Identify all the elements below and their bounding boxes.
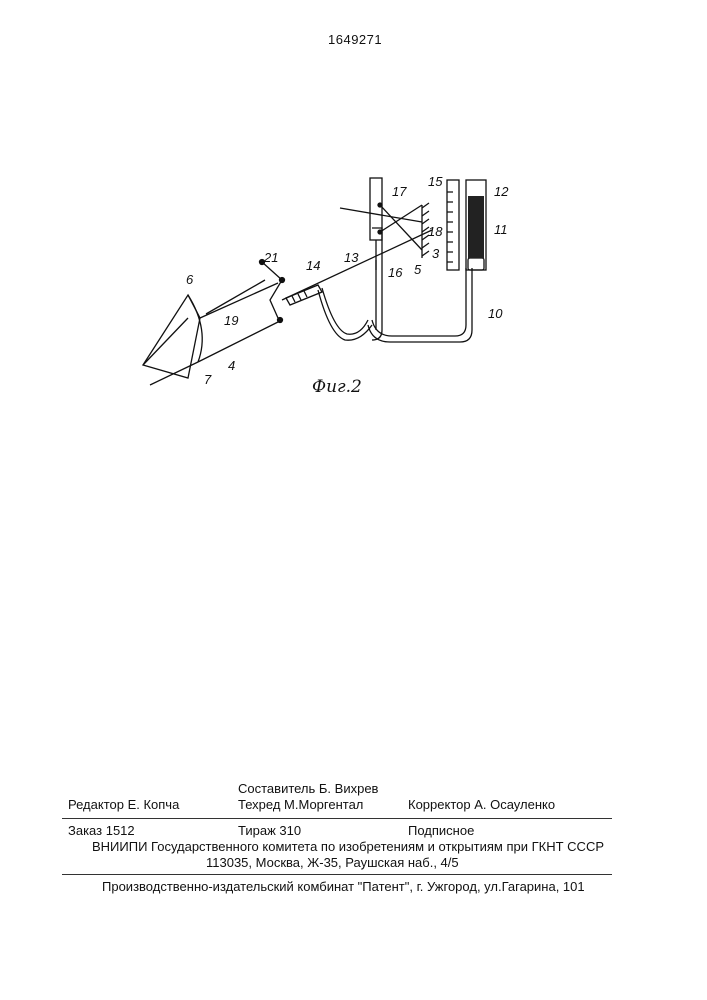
label-10: 10 [488, 306, 503, 321]
label-21: 21 [263, 250, 278, 265]
techred-credit: Техред М.Моргентал [238, 797, 363, 812]
institute-line: ВНИИПИ Государственного комитета по изоб… [92, 839, 604, 854]
label-18: 18 [428, 224, 443, 239]
label-13: 13 [344, 250, 359, 265]
corrector-credit: Корректор А. Осауленко [408, 797, 555, 812]
colophon-divider-bottom [62, 874, 612, 875]
label-7: 7 [204, 372, 212, 387]
label-15: 15 [428, 174, 443, 189]
address-line: 113035, Москва, Ж-35, Раушская наб., 4/5 [206, 855, 459, 870]
label-19: 19 [224, 313, 238, 328]
label-16: 16 [388, 265, 403, 280]
label-12: 12 [494, 184, 509, 199]
label-17: 17 [392, 184, 407, 199]
order-number: Заказ 1512 [68, 823, 135, 838]
label-3: 3 [432, 246, 440, 261]
colophon-divider-top [62, 818, 612, 819]
subscription: Подписное [408, 823, 474, 838]
label-14: 14 [306, 258, 320, 273]
label-11: 11 [494, 222, 508, 237]
patent-figure-drawing: 6 7 4 19 21 14 13 16 17 18 3 5 15 12 11 … [0, 0, 707, 420]
label-5: 5 [414, 262, 422, 277]
editor-credit: Редактор Е. Копча [68, 797, 179, 812]
publisher-line: Производственно-издательский комбинат "П… [102, 879, 585, 894]
compiler-credit: Составитель Б. Вихрев [238, 781, 378, 796]
label-6: 6 [186, 272, 194, 287]
figure-caption: Фиг.2 [312, 377, 362, 397]
label-4: 4 [228, 358, 235, 373]
circulation: Тираж 310 [238, 823, 301, 838]
